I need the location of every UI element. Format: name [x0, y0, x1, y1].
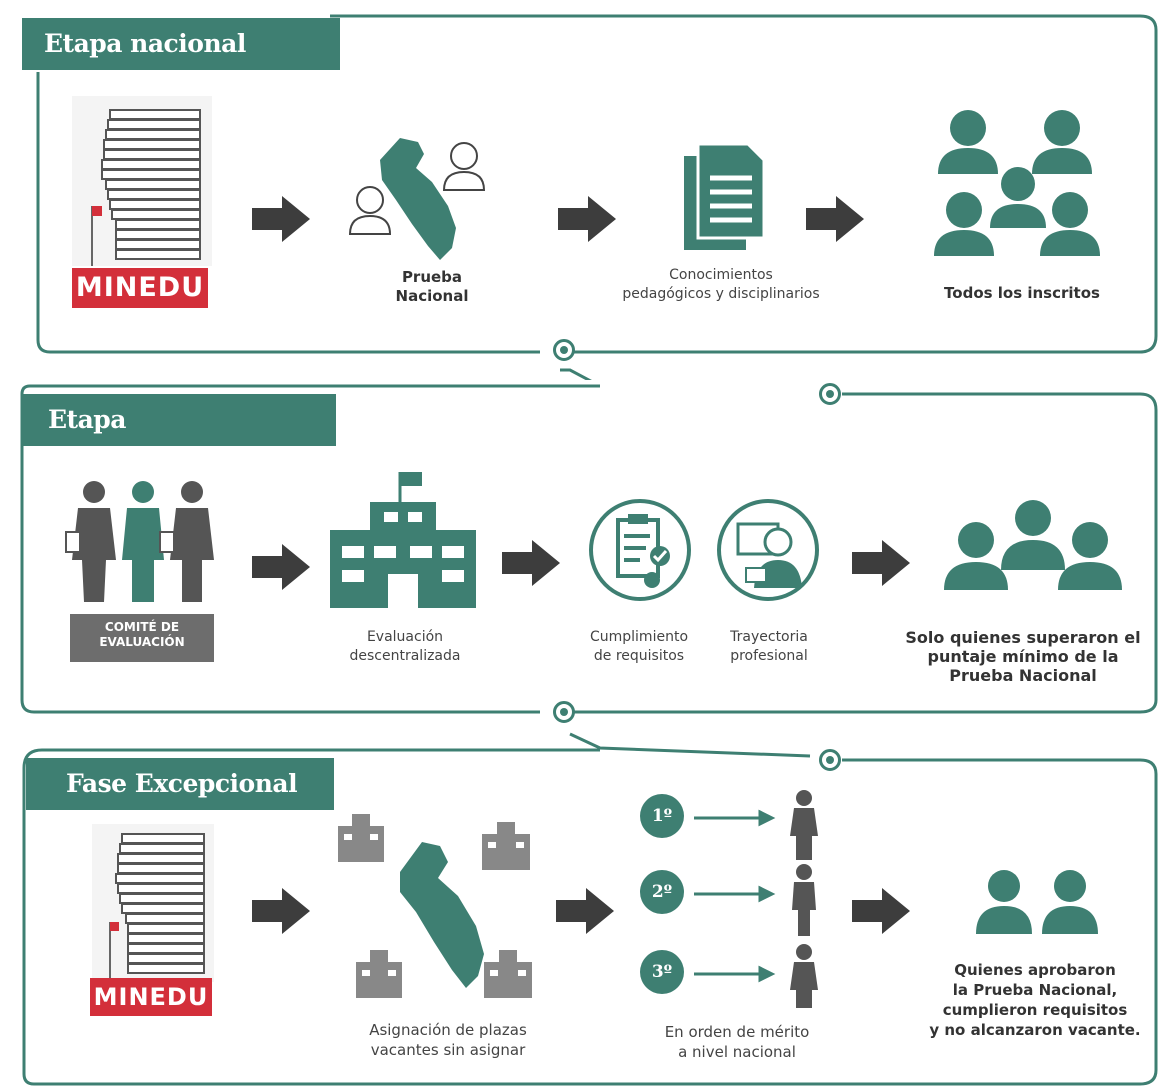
arrow-icon — [252, 196, 310, 242]
stage-title: Etapa nacional — [22, 18, 340, 70]
stage-title: Etapa descentralizada — [22, 394, 336, 486]
connector-dot — [819, 749, 841, 771]
people-three-icon — [944, 500, 1122, 590]
frame-nacional — [36, 14, 1158, 380]
stage-title: Fase Excepcional — [26, 758, 334, 810]
checklist-icon — [589, 499, 691, 601]
frame-descentralizada — [20, 384, 1158, 758]
step-caption: Prueba Nacional — [395, 268, 469, 305]
connector-dot — [553, 339, 575, 361]
minedu-building-icon — [72, 96, 212, 266]
people-group-icon — [934, 110, 1100, 256]
step-caption: Solo quienes superaron el puntaje mínimo… — [905, 628, 1141, 685]
arrow-icon — [556, 888, 614, 934]
step-caption: Evaluación descentralizada — [349, 629, 461, 664]
connector-dot — [819, 383, 841, 405]
documents-icon — [684, 142, 766, 250]
ranking-icon — [694, 790, 818, 1008]
committee-label: COMITÉ DE EVALUACIÓN — [70, 614, 214, 662]
arrow-icon — [252, 544, 310, 590]
committee-icon — [65, 481, 214, 602]
step-caption: Conocimientos pedagógicos y disciplinari… — [622, 267, 820, 302]
connector-dot — [553, 701, 575, 723]
peru-map-icon — [348, 138, 486, 260]
step-caption: Cumplimiento de requisitos — [589, 629, 689, 664]
rank-badge: 2º — [640, 870, 684, 914]
step-caption: Asignación de plazas vacantes sin asigna… — [369, 1021, 527, 1059]
people-pair-icon — [976, 870, 1098, 934]
minedu-label: MINEDU — [90, 978, 212, 1016]
minedu-label: MINEDU — [72, 268, 208, 308]
arrow-icon — [852, 540, 910, 586]
step-caption: Todos los inscritos — [944, 284, 1100, 302]
arrow-icon — [502, 540, 560, 586]
arrow-icon — [558, 196, 616, 242]
step-caption: En orden de mérito a nivel nacional — [664, 1023, 810, 1061]
arrow-icon — [852, 888, 910, 934]
minedu-building-icon — [92, 824, 214, 982]
step-caption: Trayectoria profesional — [730, 629, 808, 664]
arrow-icon — [806, 196, 864, 242]
rank-badge: 3º — [640, 950, 684, 994]
step-caption: Quienes aprobaron la Prueba Nacional, cu… — [929, 961, 1141, 1039]
school-building-icon — [330, 472, 476, 608]
professional-icon — [717, 499, 819, 601]
rank-badge: 1º — [640, 794, 684, 838]
arrow-icon — [252, 888, 310, 934]
peru-map-schools-icon — [338, 814, 532, 998]
